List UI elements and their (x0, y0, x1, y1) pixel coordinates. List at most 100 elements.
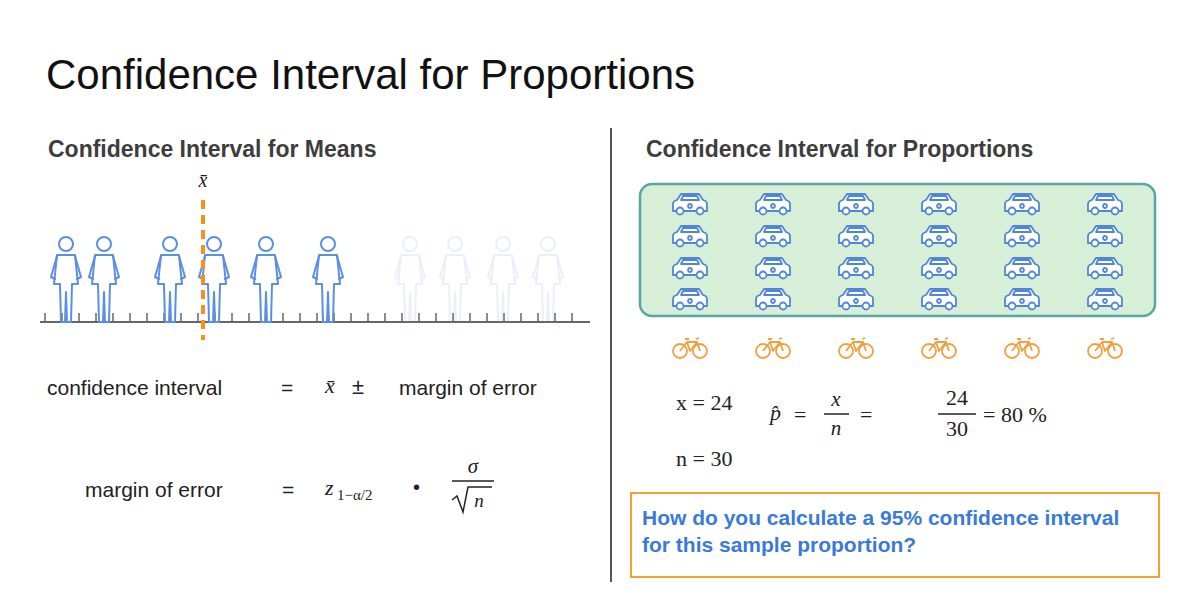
count-value: x = 24 (676, 392, 732, 414)
tick (367, 313, 369, 322)
person-icon (155, 237, 185, 322)
person-icon (488, 237, 518, 322)
bike-icon (1005, 338, 1039, 358)
car-icon (673, 194, 707, 215)
car-icon (756, 194, 790, 215)
equals-sign: = (794, 404, 806, 426)
person-icon (313, 237, 343, 322)
tick-marks (45, 313, 572, 322)
person-icon (533, 237, 563, 322)
tick (554, 313, 556, 322)
tick (384, 313, 386, 322)
fraction-bar (824, 413, 849, 415)
tick (44, 313, 46, 322)
denominator: 30 (946, 418, 968, 440)
sample-box (640, 184, 1155, 316)
bike-icon (673, 338, 707, 358)
vehicles (673, 194, 1122, 358)
formula-text: margin of error (399, 377, 537, 398)
sample-size: n = 30 (676, 448, 732, 470)
car-icon (673, 258, 707, 279)
tick (316, 313, 318, 322)
tick (248, 313, 250, 322)
mean-symbol: x̄ (325, 375, 335, 397)
percent-result: = 80 % (983, 404, 1047, 426)
section-heading: Confidence Interval for Proportions (646, 138, 1033, 161)
numerator: x (831, 389, 840, 410)
tick (571, 313, 573, 322)
numerator: 24 (946, 387, 968, 409)
n-symbol: n (474, 491, 484, 510)
car-icon (1005, 289, 1039, 310)
formula-text: confidence interval (47, 377, 222, 398)
car-icon (922, 258, 956, 279)
car-icon (756, 258, 790, 279)
tick (78, 313, 80, 322)
person-icon (89, 237, 119, 322)
tick (401, 313, 403, 322)
tick (520, 313, 522, 322)
car-icon (1088, 258, 1122, 279)
car-icon (922, 289, 956, 310)
car-icon (1005, 194, 1039, 215)
car-icon (839, 258, 873, 279)
people (51, 237, 563, 322)
slide-title: Confidence Interval for Proportions (46, 52, 695, 98)
mean-line (201, 200, 205, 340)
section-heading: Confidence Interval for Means (48, 138, 376, 161)
tick (537, 313, 539, 322)
car-icon (756, 289, 790, 310)
bike-icon (922, 338, 956, 358)
person-icon (51, 237, 81, 322)
equals-sign: = (282, 479, 294, 500)
tick (129, 313, 131, 322)
tick (282, 313, 284, 322)
car-icon (1088, 226, 1122, 247)
formula-text: margin of error (85, 479, 223, 500)
tick (112, 313, 114, 322)
tick (95, 313, 97, 322)
tick (146, 313, 148, 322)
tick (469, 313, 471, 322)
p-hat-symbol: p̂ (770, 402, 781, 424)
person-icon (251, 237, 281, 322)
person-icon (395, 237, 425, 322)
car-icon (1005, 226, 1039, 247)
car-icon (839, 226, 873, 247)
tick (299, 313, 301, 322)
tick (435, 313, 437, 322)
denominator: n (831, 418, 842, 439)
plus-minus: ± (352, 376, 364, 398)
subscript: 1−α/2 (337, 488, 373, 503)
car-icon (839, 289, 873, 310)
car-icon (922, 226, 956, 247)
car-icon (1005, 258, 1039, 279)
tick (180, 313, 182, 322)
car-icon (922, 194, 956, 215)
mean-symbol: x̄ (199, 170, 208, 190)
tick (486, 313, 488, 322)
person-icon (440, 237, 470, 322)
car-icon (673, 226, 707, 247)
equals-sign: = (860, 404, 872, 426)
question-text: How do you calculate a 95% confidence in… (642, 504, 1148, 559)
equals-sign: = (281, 377, 293, 398)
sigma-symbol: σ (468, 456, 478, 477)
dot-operator: • (413, 477, 420, 497)
tick (350, 313, 352, 322)
tick (197, 313, 199, 322)
car-icon (673, 289, 707, 310)
z-symbol: z (325, 477, 334, 499)
tick (231, 313, 233, 322)
car-icon (1088, 289, 1122, 310)
fraction-bar (938, 413, 976, 415)
divider-line (610, 128, 612, 582)
fraction-bar (452, 480, 494, 482)
bike-icon (1088, 338, 1122, 358)
bike-icon (839, 338, 873, 358)
bike-icon (756, 338, 790, 358)
sqrt-sign (452, 487, 492, 512)
car-icon (839, 194, 873, 215)
car-icon (1088, 194, 1122, 215)
question-box: How do you calculate a 95% confidence in… (630, 492, 1160, 578)
